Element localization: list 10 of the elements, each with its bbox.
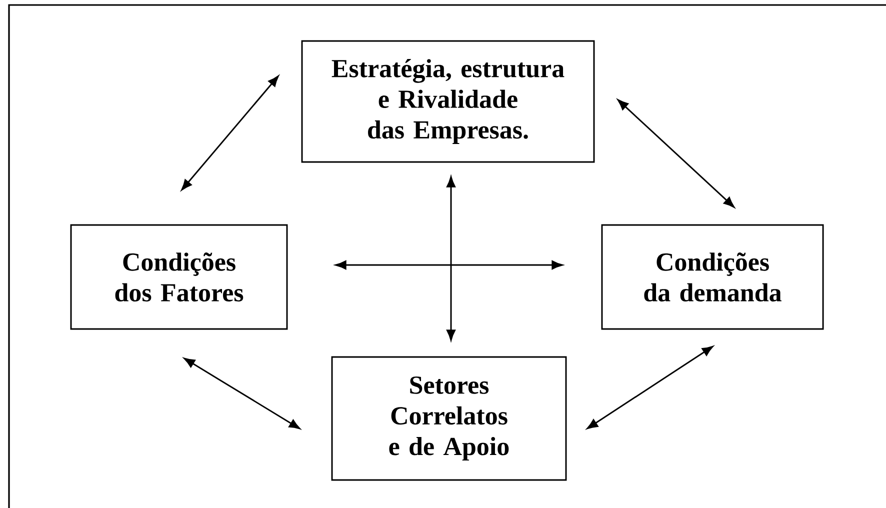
text-box: Setores Correlatos e de Apoio [331, 356, 567, 481]
text-box: Condições dos Fatores [70, 224, 288, 330]
arrow [618, 99, 735, 208]
arrow [335, 260, 563, 270]
text-box: Estratégia, estrutura e Rivalidade das Empresas. [301, 40, 595, 163]
text-box: Condições da demanda [601, 224, 824, 330]
arrow [586, 346, 714, 430]
arrow [184, 358, 300, 430]
arrow [446, 176, 456, 341]
arrow [181, 76, 279, 190]
